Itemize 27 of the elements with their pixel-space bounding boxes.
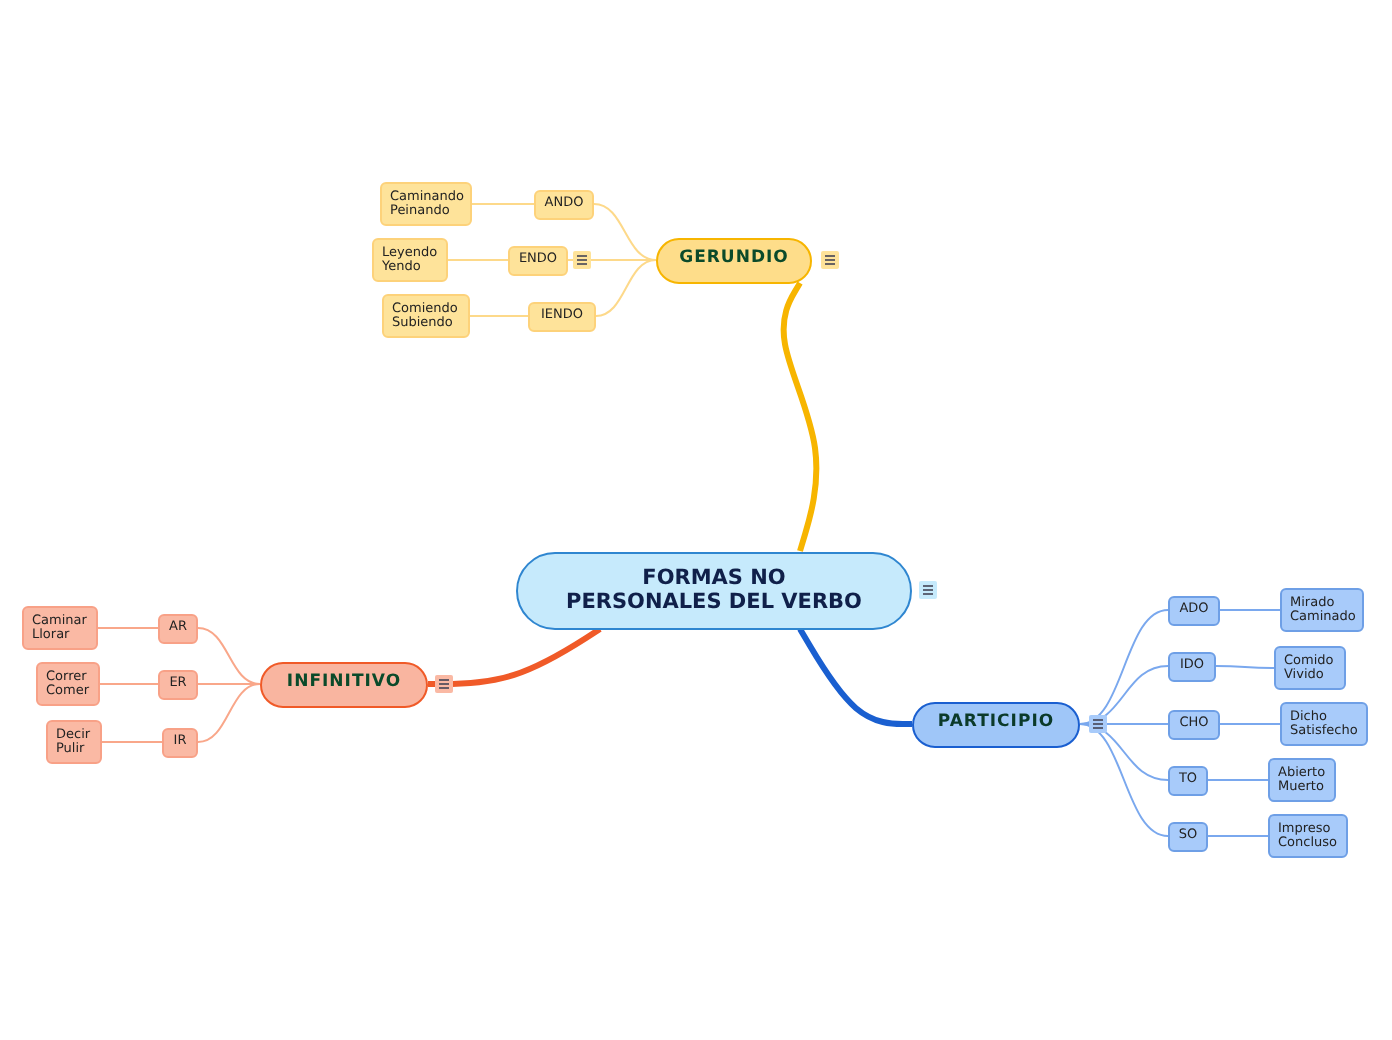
connector: [469, 315, 529, 317]
connector: [471, 203, 535, 205]
connector: [101, 741, 163, 743]
connector: [595, 259, 657, 317]
connector: [1215, 665, 1275, 669]
connector: [99, 683, 159, 685]
connector: [780, 281, 820, 552]
main-topic: INFINITIVO: [260, 661, 428, 707]
connector: [447, 259, 509, 261]
connector: [797, 627, 912, 727]
main-topic: GERUNDIO: [656, 237, 812, 283]
main-topic: PARTICIPIO: [912, 701, 1080, 747]
connector: [428, 626, 602, 687]
connector: [1079, 609, 1169, 725]
connector: [1219, 609, 1281, 611]
connector: [1079, 723, 1169, 781]
connector: [1079, 723, 1169, 837]
connector: [567, 259, 657, 261]
connector: [197, 627, 261, 685]
connector: [197, 683, 261, 743]
connector: [1207, 835, 1269, 837]
connector: [197, 683, 261, 685]
connector: [593, 203, 657, 261]
central-topic: FORMAS NO PERSONALES DEL VERBO: [516, 551, 912, 629]
connector: [97, 627, 159, 629]
connector: [1219, 723, 1281, 725]
connector: [1207, 779, 1269, 781]
